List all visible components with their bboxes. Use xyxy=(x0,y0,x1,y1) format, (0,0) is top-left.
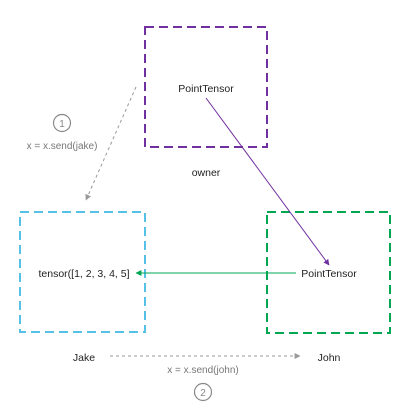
owner-content-label: PointTensor xyxy=(178,83,234,95)
jake-box xyxy=(19,211,146,333)
jake-label: Jake xyxy=(73,352,95,364)
owner-label: owner xyxy=(192,167,221,179)
step-1-number: 1 xyxy=(59,119,65,130)
jake-content-label: tensor([1, 2, 3, 4, 5] xyxy=(38,268,129,280)
john-content-label: PointTensor xyxy=(301,268,357,280)
owner-box xyxy=(144,26,268,148)
step-2-number: 2 xyxy=(200,388,206,399)
step-2-badge xyxy=(193,382,213,402)
step-1-badge xyxy=(52,113,72,133)
send-arrow-to-jake xyxy=(85,86,137,201)
john-label: John xyxy=(318,352,341,364)
pointer-arrow-owner-to-john xyxy=(205,97,330,266)
step-2-label: x = x.send(john) xyxy=(167,365,238,376)
step-1-label: x = x.send(jake) xyxy=(27,141,98,152)
